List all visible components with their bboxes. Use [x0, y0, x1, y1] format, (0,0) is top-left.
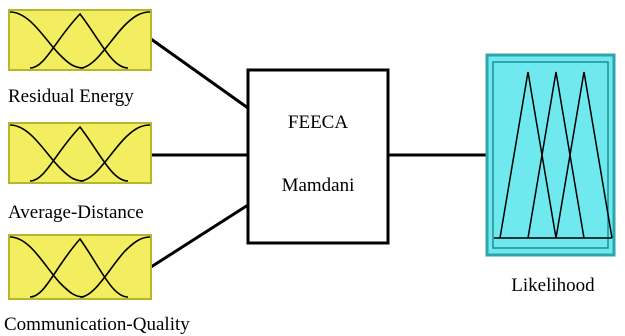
input-box	[8, 234, 152, 300]
connector-residual-energy	[150, 37, 249, 110]
output-likelihood[interactable]: Likelihood	[485, 53, 616, 296]
system-box	[246, 68, 390, 245]
system-method: Mamdani	[282, 175, 355, 196]
bell-membership-functions-icon	[9, 236, 151, 298]
system-name: FEECA	[288, 112, 348, 133]
inference-system[interactable]: FEECA Mamdani	[246, 68, 390, 245]
input-residual-energy[interactable]: Residual Energy	[8, 9, 152, 107]
output-box	[485, 53, 616, 257]
output-inner-box	[492, 61, 609, 249]
input-average-distance[interactable]: Average-Distance	[8, 122, 152, 223]
bell-membership-functions-icon	[9, 11, 151, 69]
input-communication-quality[interactable]: Communication-Quality	[4, 234, 190, 335]
input-box	[8, 122, 152, 184]
input-label: Average-Distance	[8, 202, 144, 223]
connectors	[150, 37, 487, 269]
input-label: Residual Energy	[8, 86, 134, 107]
input-box	[8, 9, 152, 71]
triangular-membership-functions-icon	[494, 71, 613, 239]
input-label: Communication-Quality	[4, 314, 190, 335]
output-label: Likelihood	[511, 275, 595, 296]
bell-membership-functions-icon	[9, 124, 151, 182]
connector-communication-quality	[150, 203, 249, 269]
